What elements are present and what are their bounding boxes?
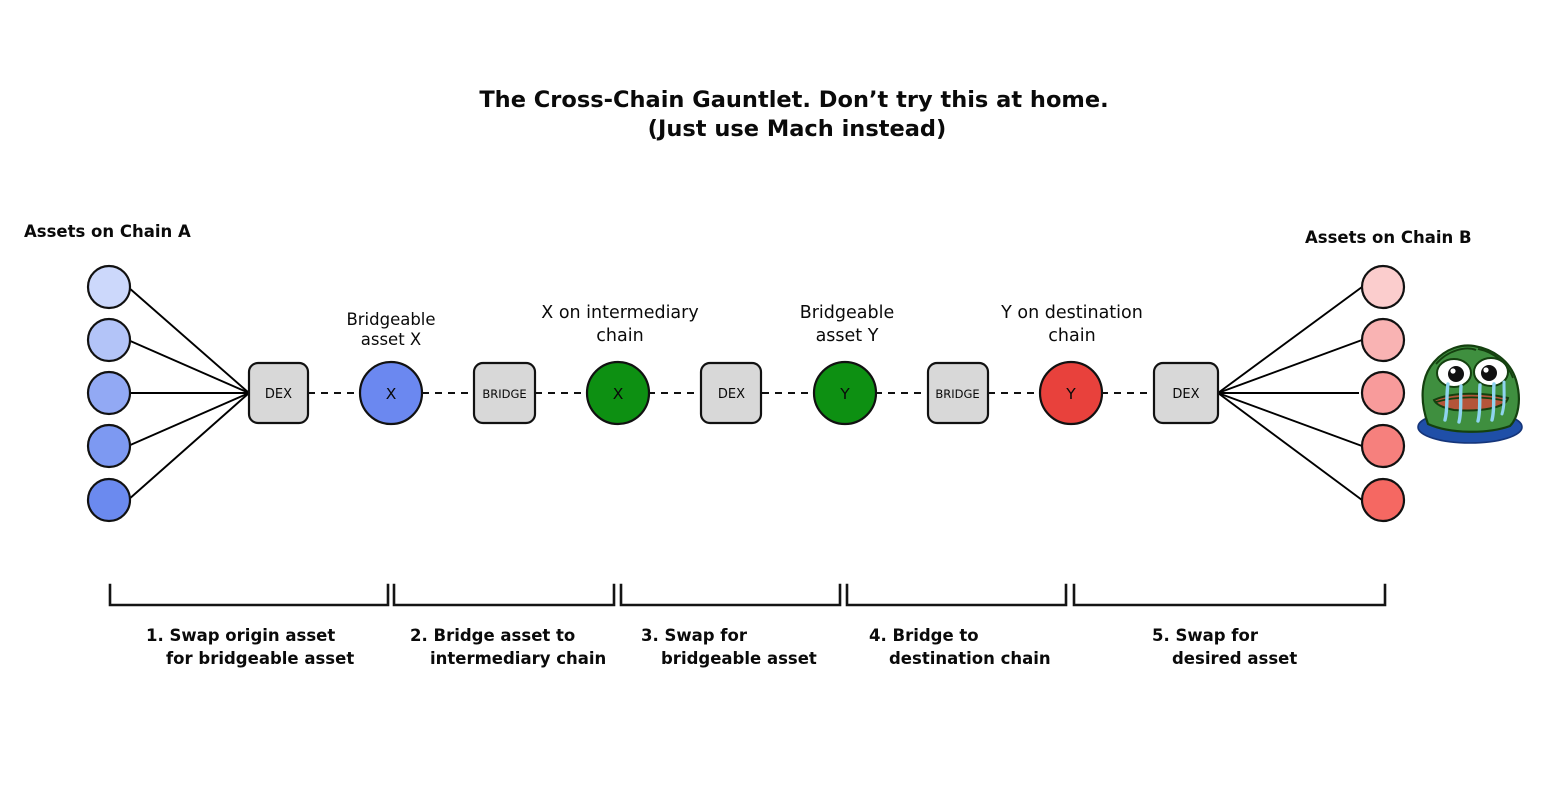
asset-y-bridgeable-label: Y [839, 385, 850, 403]
crying-pepe-icon [1417, 344, 1523, 444]
pepe-glint-right [1483, 367, 1489, 373]
assets-chain-a-label: Assets on Chain A [24, 222, 191, 241]
chain-a-asset-3[interactable] [86, 370, 132, 416]
bracket-step-5 [1072, 583, 1387, 607]
chain-b-asset-4[interactable] [1360, 423, 1406, 469]
chain-b-asset-2[interactable] [1360, 317, 1406, 363]
pepe-tear-1 [1443, 382, 1450, 422]
step-3-line2: bridgeable asset [661, 649, 817, 668]
chain-a-asset-2[interactable] [86, 317, 132, 363]
chain-b-asset-1[interactable] [1360, 264, 1406, 310]
dex-1-label: DEX [265, 387, 292, 402]
asset-x-bridgeable-caption-line2: asset X [361, 330, 421, 349]
chain-a-assets [86, 264, 132, 523]
chain-a-asset-5[interactable] [86, 477, 132, 523]
bracket-step-3 [619, 583, 842, 607]
step-2-line1: 2. Bridge asset to [410, 626, 575, 645]
asset-x-bridgeable-caption-line1: Bridgeable [346, 310, 435, 329]
asset-y-destination-label: Y [1065, 385, 1076, 403]
bracket-step-2 [392, 583, 616, 607]
asset-x-intermediary-caption-line1: X on intermediary [541, 303, 698, 323]
pepe-mouth-line [1435, 396, 1507, 403]
assets-chain-b-label: Assets on Chain B [1305, 228, 1472, 247]
bridge-1-box[interactable] [472, 361, 537, 425]
pepe-pupil-left [1448, 366, 1464, 382]
step-5-line2: desired asset [1172, 649, 1297, 668]
pepe-tear-4 [1490, 382, 1496, 422]
node-asset-y-destination[interactable]: Y on destination chain Y [1000, 303, 1143, 426]
node-asset-x-intermediary[interactable]: X on intermediary chain X [541, 303, 699, 426]
step-4-line1: 4. Bridge to [869, 626, 979, 645]
asset-y-bridgeable-caption-line2: asset Y [816, 326, 879, 346]
diagram-title-line2: (Just use Mach instead) [648, 116, 947, 142]
asset-x-bridgeable-circle[interactable] [358, 360, 424, 426]
node-asset-x-bridgeable[interactable]: Bridgeable asset X X [346, 310, 436, 426]
right-fan-edges [1217, 286, 1363, 501]
bracket-step-1 [108, 583, 390, 607]
dex-1-box[interactable] [247, 361, 310, 425]
bridge-2-label: BRIDGE [935, 387, 979, 401]
pepe-tear-2 [1457, 384, 1463, 424]
node-asset-y-bridgeable[interactable]: Bridgeable asset Y Y [800, 303, 895, 426]
step-5-line1: 5. Swap for [1152, 626, 1259, 645]
pepe-tear-3 [1476, 383, 1482, 423]
chain-a-asset-1[interactable] [86, 264, 132, 310]
asset-x-bridgeable-label: X [386, 385, 397, 403]
step-labels: 1. Swap origin asset for bridgeable asse… [146, 626, 1297, 668]
step-3-line1: 3. Swap for [641, 626, 748, 645]
node-dex-3[interactable]: DEX [1152, 361, 1220, 425]
asset-y-destination-caption-line1: Y on destination [1000, 303, 1143, 323]
pepe-glint-left [1450, 368, 1456, 374]
bracket-step-4 [845, 583, 1068, 607]
bridge-1-label: BRIDGE [482, 387, 526, 401]
asset-y-destination-caption-line2: chain [1048, 326, 1095, 346]
chain-b-asset-5[interactable] [1360, 477, 1406, 523]
chain-b-asset-3[interactable] [1360, 370, 1406, 416]
dex-3-label: DEX [1172, 387, 1199, 402]
dex-2-label: DEX [718, 387, 745, 402]
node-bridge-1[interactable]: BRIDGE [472, 361, 537, 425]
pepe-pupil-right [1481, 365, 1497, 381]
diagram-title-line1: The Cross-Chain Gauntlet. Don’t try this… [479, 87, 1108, 113]
chain-b-assets [1360, 264, 1406, 523]
pepe-tear-5 [1500, 380, 1506, 416]
step-1-line2: for bridgeable asset [166, 649, 354, 668]
step-2-line2: intermediary chain [430, 649, 606, 668]
left-fan-edges [127, 286, 250, 501]
asset-x-intermediary-caption-line2: chain [596, 326, 643, 346]
pepe-brow-left [1435, 347, 1477, 365]
bridge-2-box[interactable] [926, 361, 990, 425]
step-4-line2: destination chain [889, 649, 1051, 668]
step-1-line1: 1. Swap origin asset [146, 626, 335, 645]
asset-y-bridgeable-circle[interactable] [812, 360, 878, 426]
asset-y-destination-circle[interactable] [1038, 360, 1104, 426]
chain-a-asset-4[interactable] [86, 423, 132, 469]
asset-x-intermediary-label: X [613, 385, 624, 403]
node-bridge-2[interactable]: BRIDGE [926, 361, 990, 425]
dex-3-box[interactable] [1152, 361, 1220, 425]
asset-x-intermediary-circle[interactable] [585, 360, 651, 426]
node-dex-2[interactable]: DEX [699, 361, 763, 425]
step-brackets [108, 583, 1387, 607]
node-dex-1[interactable]: DEX [247, 361, 310, 425]
dex-2-box[interactable] [699, 361, 763, 425]
asset-y-bridgeable-caption-line1: Bridgeable [800, 303, 895, 323]
